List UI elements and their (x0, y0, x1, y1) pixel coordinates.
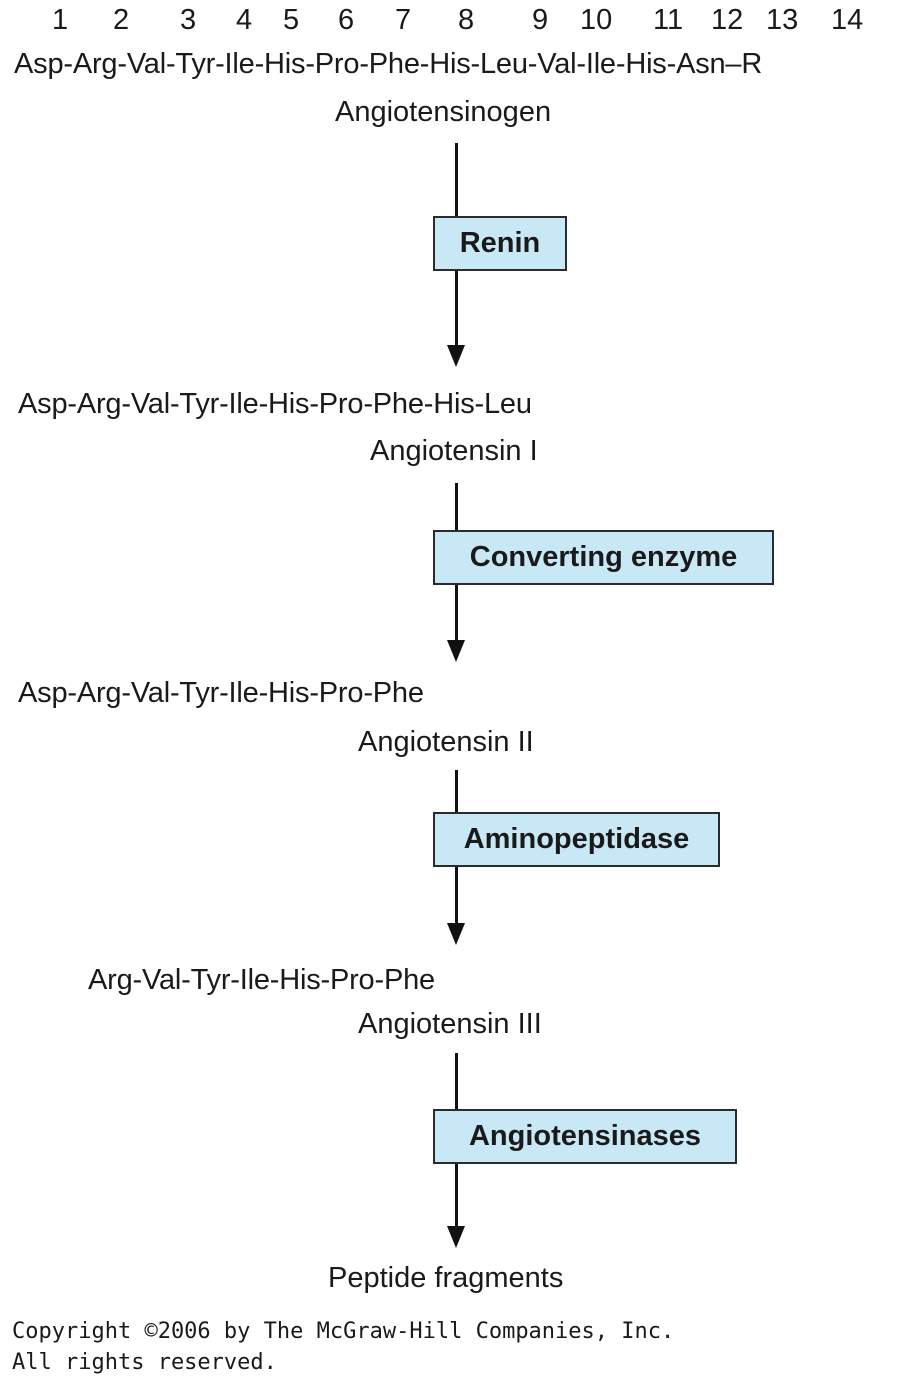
angiotensin-ii-sequence: Asp-Arg-Val-Tyr-Ile-His-Pro-Phe (18, 677, 424, 709)
angiotensinogen-sequence: Asp-Arg-Val-Tyr-Ile-His-Pro-Phe-His-Leu-… (14, 48, 763, 80)
position-number: 2 (113, 4, 130, 36)
angiotensinogen-label: Angiotensinogen (335, 96, 552, 128)
enzyme-box-aminopeptidase: Aminopeptidase (433, 812, 720, 867)
position-number: 8 (458, 4, 475, 36)
position-number: 9 (532, 4, 549, 36)
arrow-head (447, 345, 465, 367)
enzyme-box-renin: Renin (433, 216, 567, 271)
position-number: 10 (580, 4, 613, 36)
angiotensin-iii-sequence: Arg-Val-Tyr-Ile-His-Pro-Phe (88, 964, 435, 996)
copyright-notice: Copyright ©2006 by The McGraw-Hill Compa… (12, 1316, 674, 1378)
position-number: 11 (653, 4, 684, 36)
angiotensin-i-label: Angiotensin I (370, 435, 538, 467)
enzyme-label: Angiotensinases (468, 1120, 702, 1152)
peptide-fragments-label: Peptide fragments (328, 1262, 564, 1294)
position-number: 14 (831, 4, 864, 36)
position-number: 13 (766, 4, 799, 36)
position-number: 4 (236, 4, 253, 36)
enzyme-label: Renin (459, 227, 541, 259)
arrow-head (447, 923, 465, 945)
enzyme-box-angiotensinases: Angiotensinases (433, 1109, 737, 1164)
position-number: 3 (180, 4, 197, 36)
enzyme-box-converting-enzyme: Converting enzyme (433, 530, 774, 585)
enzyme-label: Converting enzyme (469, 541, 738, 573)
enzyme-label: Aminopeptidase (463, 823, 690, 855)
angiotensin-i-sequence: Asp-Arg-Val-Tyr-Ile-His-Pro-Phe-His-Leu (18, 388, 532, 420)
position-number: 6 (338, 4, 355, 36)
arrow-head (447, 640, 465, 662)
position-number: 7 (395, 4, 412, 36)
position-number: 1 (52, 4, 69, 36)
position-number: 5 (283, 4, 300, 36)
position-number: 12 (711, 4, 744, 36)
angiotensin-iii-label: Angiotensin III (358, 1008, 542, 1040)
arrow-head (447, 1226, 465, 1248)
copyright-line: Copyright ©2006 by The McGraw-Hill Compa… (12, 1319, 675, 1344)
copyright-line: All rights reserved. (12, 1350, 277, 1375)
angiotensin-ii-label: Angiotensin II (358, 726, 534, 758)
